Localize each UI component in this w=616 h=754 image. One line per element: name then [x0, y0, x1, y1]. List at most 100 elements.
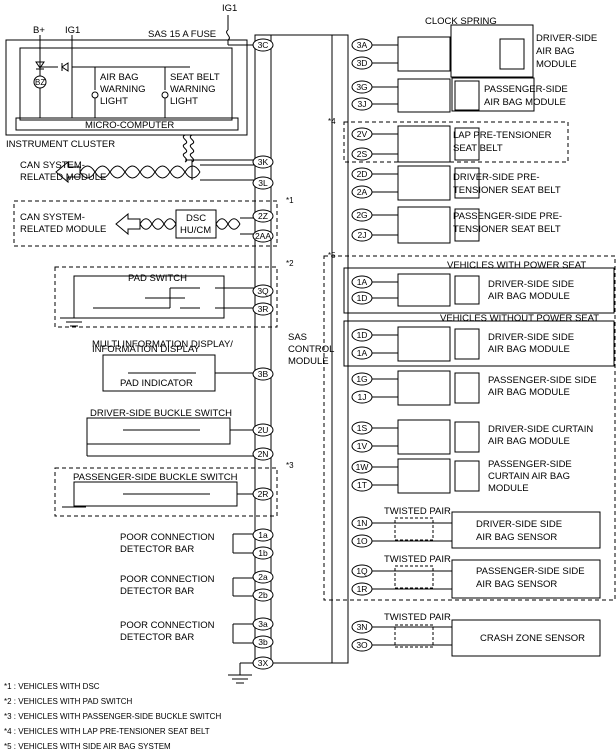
- mid-title-1: MULTI INFORMATION DISPLAY/: [92, 339, 233, 350]
- drv-side-airbag-b1: DRIVER-SIDE SIDE: [488, 332, 574, 343]
- pad-switch-title: PAD SWITCH: [128, 273, 187, 284]
- svg-text:2A: 2A: [357, 187, 368, 197]
- left-pin-2a: 2a: [252, 570, 274, 584]
- left-pin-3Q: 3Q: [252, 284, 274, 298]
- svg-text:2b: 2b: [258, 590, 268, 600]
- right-pin-1S: 1S: [351, 421, 373, 435]
- right-pin-2G: 2G: [351, 208, 373, 222]
- svg-text:2R: 2R: [258, 489, 269, 499]
- svg-text:1b: 1b: [258, 548, 268, 558]
- svg-text:2J: 2J: [358, 230, 367, 240]
- airbag-inflator-icon: [454, 328, 480, 360]
- svg-text:3L: 3L: [258, 178, 268, 188]
- airbag-inflator-icon: [454, 372, 480, 404]
- svg-text:1J: 1J: [358, 392, 367, 402]
- drv-pre-1: DRIVER-SIDE PRE-: [453, 172, 540, 183]
- airbag-inflator-icon: [454, 80, 480, 111]
- airbag-inflator-icon: [454, 275, 480, 305]
- ig1-cluster-label: IG1: [65, 25, 80, 36]
- left-pin-3b: 3b: [252, 635, 274, 649]
- left-pin-3a: 3a: [252, 617, 274, 631]
- left-pin-3K: 3K: [252, 155, 274, 169]
- connector-block: [397, 36, 451, 72]
- svg-text:1A: 1A: [357, 348, 368, 358]
- airbag-light-2: WARNING: [100, 84, 146, 95]
- pas-curtain-3: MODULE: [488, 483, 529, 494]
- connector-block: [397, 419, 451, 455]
- airbag-inflator-icon: [454, 421, 480, 453]
- right-pin-3D: 3D: [351, 56, 373, 70]
- svg-text:1N: 1N: [357, 518, 368, 528]
- left-pin-3X: 3X: [252, 656, 274, 670]
- drv-curtain-2: AIR BAG MODULE: [488, 436, 570, 447]
- buzzer-label: BZ: [35, 78, 45, 87]
- airbag-inflator-icon: [454, 208, 480, 242]
- mark-1: *1: [286, 196, 294, 205]
- svg-text:2S: 2S: [357, 149, 368, 159]
- connector-block: [397, 273, 451, 307]
- connector-block: [397, 78, 451, 113]
- svg-text:1V: 1V: [357, 441, 368, 451]
- cluster-name: INSTRUMENT CLUSTER: [6, 139, 115, 150]
- twisted-pair-1: TWISTED PAIR: [384, 506, 451, 517]
- can1-line1: CAN SYSTEM-: [20, 160, 85, 171]
- svg-text:3A: 3A: [357, 40, 368, 50]
- driver-buckle-title: DRIVER-SIDE BUCKLE SWITCH: [90, 408, 232, 419]
- lap-pre-2: SEAT BELT: [453, 143, 503, 154]
- passenger-buckle-title: PASSENGER-SIDE BUCKLE SWITCH: [73, 472, 238, 483]
- right-pin-3G: 3G: [351, 80, 373, 94]
- svg-text:3B: 3B: [258, 369, 269, 379]
- poor-conn-3a: POOR CONNECTION: [120, 620, 215, 631]
- right-pin-1N: 1N: [351, 516, 373, 530]
- airbag-light-1: AIR BAG: [100, 72, 139, 83]
- can1-line2: RELATED MODULE: [20, 172, 106, 183]
- right-pin-1O: 1O: [351, 534, 373, 548]
- pas-curtain-1: PASSENGER-SIDE: [488, 459, 572, 470]
- svg-text:1D: 1D: [357, 330, 368, 340]
- note-1: *1 : VEHICLES WITH DSC: [4, 682, 100, 691]
- svg-text:3D: 3D: [357, 58, 368, 68]
- right-pin-2A: 2A: [351, 185, 373, 199]
- sas-module-box: [254, 34, 349, 664]
- seatbelt-light-3: LIGHT: [170, 96, 198, 107]
- pas-side-airbag-2: AIR BAG MODULE: [488, 387, 570, 398]
- right-pin-2V: 2V: [351, 127, 373, 141]
- poor-conn-1b: DETECTOR BAR: [120, 544, 194, 555]
- seatbelt-light-2: WARNING: [170, 84, 216, 95]
- right-pin-1D: 1D: [351, 291, 373, 305]
- connector-block: [397, 165, 451, 201]
- svg-text:2V: 2V: [357, 129, 368, 139]
- dsc-line2: HU/CM: [180, 225, 211, 236]
- svg-text:3Q: 3Q: [257, 286, 269, 296]
- passenger-airbag-1: PASSENGER-SIDE: [484, 84, 568, 95]
- poor-conn-1a: POOR CONNECTION: [120, 532, 215, 543]
- left-pin-2R: 2R: [252, 487, 274, 501]
- svg-text:1A: 1A: [357, 277, 368, 287]
- dsc-line1: DSC: [186, 213, 206, 224]
- airbag-light-3: LIGHT: [100, 96, 128, 107]
- right-pin-group: 3A3D3G3J2V2S2D2A2G2J1A1D1D1A1G1J1S1V1W1T…: [351, 38, 373, 652]
- left-pin-2N: 2N: [252, 447, 274, 461]
- poor-conn-3b: DETECTOR BAR: [120, 632, 194, 643]
- svg-text:2a: 2a: [258, 572, 268, 582]
- crash-sensor-label: CRASH ZONE SENSOR: [480, 633, 585, 644]
- airbag-inflator-icon: [454, 167, 480, 199]
- right-pin-1J: 1J: [351, 390, 373, 404]
- svg-text:3C: 3C: [258, 40, 269, 50]
- note-3: *3 : VEHICLES WITH PASSENGER-SIDE BUCKLE…: [4, 712, 221, 721]
- left-pin-3C: 3C: [252, 38, 274, 52]
- micro-computer-label: MICRO-COMPUTER: [85, 120, 174, 131]
- svg-text:2AA: 2AA: [255, 231, 271, 241]
- svg-text:1T: 1T: [357, 480, 367, 490]
- note-2: *2 : VEHICLES WITH PAD SWITCH: [4, 697, 133, 706]
- svg-text:2U: 2U: [258, 425, 269, 435]
- no-power-seat-label: VEHICLES WITHOUT POWER SEAT: [440, 313, 599, 324]
- right-pin-1Q: 1Q: [351, 564, 373, 578]
- svg-text:3G: 3G: [356, 82, 367, 92]
- pad-indicator-label: PAD INDICATOR: [120, 378, 193, 389]
- mid-title-2: INFORMATION DISPLAY: [92, 344, 201, 355]
- right-pin-1R: 1R: [351, 582, 373, 596]
- left-pin-3R: 3R: [252, 302, 274, 316]
- svg-text:2Z: 2Z: [258, 211, 268, 221]
